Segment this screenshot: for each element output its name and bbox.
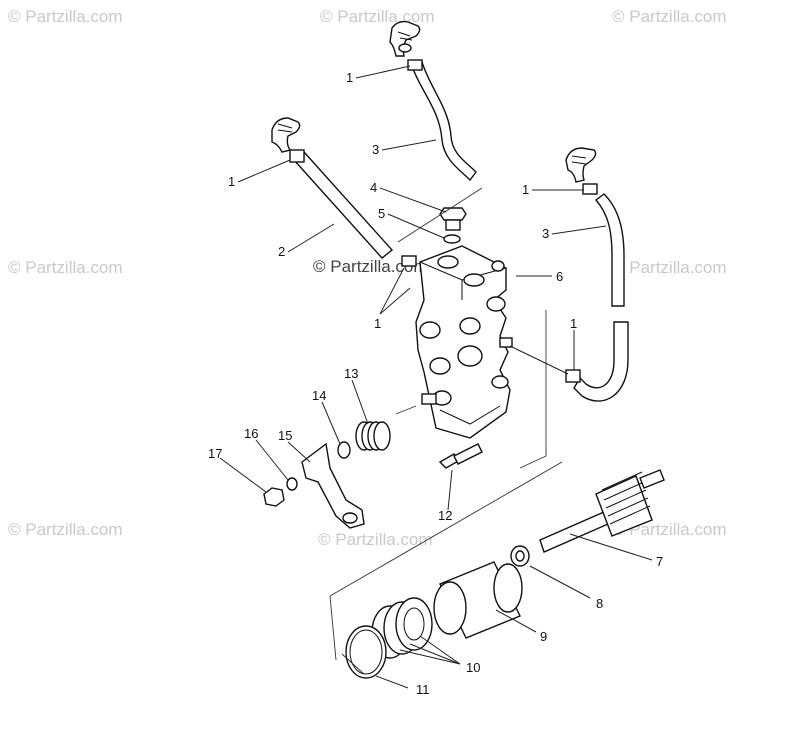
watermark: © Partzilla.com xyxy=(8,258,123,277)
hose-clamp xyxy=(407,59,423,71)
callout-number: 13 xyxy=(344,366,358,381)
callout-number: 5 xyxy=(378,206,385,221)
nut xyxy=(263,487,285,507)
callout-number: 8 xyxy=(596,596,603,611)
oil-pump-body xyxy=(401,245,513,439)
hose-right-lower xyxy=(565,321,629,402)
watermark: © Partzilla.com xyxy=(318,530,433,549)
callout-number: 1 xyxy=(374,316,381,331)
callout-number: 3 xyxy=(372,142,379,157)
callout-numbers: 1 3 1 2 1 3 4 5 6 1 1 13 14 15 16 17 12 … xyxy=(208,70,663,697)
bolt xyxy=(438,443,483,469)
spring xyxy=(355,421,391,451)
callout-number: 7 xyxy=(656,554,663,569)
watermark: © Partzilla.com xyxy=(320,7,435,26)
watermark: © Partzilla.com xyxy=(8,7,123,26)
watermark: © Partzilla.com xyxy=(612,258,727,277)
callout-number: 4 xyxy=(370,180,377,195)
nozzle xyxy=(499,337,513,348)
assembly-lines xyxy=(329,187,563,675)
o-ring xyxy=(345,625,387,679)
callout-number: 2 xyxy=(278,244,285,259)
callout-number: 11 xyxy=(416,682,430,697)
callout-number: 6 xyxy=(556,269,563,284)
hose-clamp xyxy=(289,149,305,163)
callout-number: 12 xyxy=(438,508,452,523)
leader-lines xyxy=(219,65,653,689)
hose-left xyxy=(289,149,394,259)
sleeve xyxy=(433,561,523,639)
hose-clamp xyxy=(565,369,581,383)
nozzle xyxy=(401,255,417,267)
hose-top xyxy=(407,59,477,182)
callout-number: 1 xyxy=(522,182,529,197)
banjo-fitting-top xyxy=(389,20,421,57)
drive-gear-shaft xyxy=(539,469,665,553)
callout-number: 1 xyxy=(346,70,353,85)
callout-number: 1 xyxy=(228,174,235,189)
callout-number: 10 xyxy=(466,660,480,675)
hose-right-upper xyxy=(594,193,625,307)
callout-number: 9 xyxy=(540,629,547,644)
hose-clamp xyxy=(582,183,598,195)
nozzle xyxy=(421,393,437,405)
callout-number: 1 xyxy=(570,316,577,331)
watermark: © Partzilla.com xyxy=(612,7,727,26)
watermark-center: © Partzilla.com xyxy=(313,257,428,276)
callout-number: 16 xyxy=(244,426,258,441)
washer xyxy=(337,441,351,459)
banjo-fitting-left xyxy=(271,117,301,153)
callout-number: 15 xyxy=(278,428,292,443)
callout-number: 14 xyxy=(312,388,326,403)
callout-number: 3 xyxy=(542,226,549,241)
watermark: © Partzilla.com xyxy=(8,520,123,539)
washer xyxy=(443,234,461,244)
watermarks: © Partzilla.com © Partzilla.com © Partzi… xyxy=(8,7,727,549)
banjo-fitting-right xyxy=(565,147,598,195)
callout-number: 17 xyxy=(208,446,222,461)
washer xyxy=(286,477,298,491)
control-lever xyxy=(301,442,365,529)
